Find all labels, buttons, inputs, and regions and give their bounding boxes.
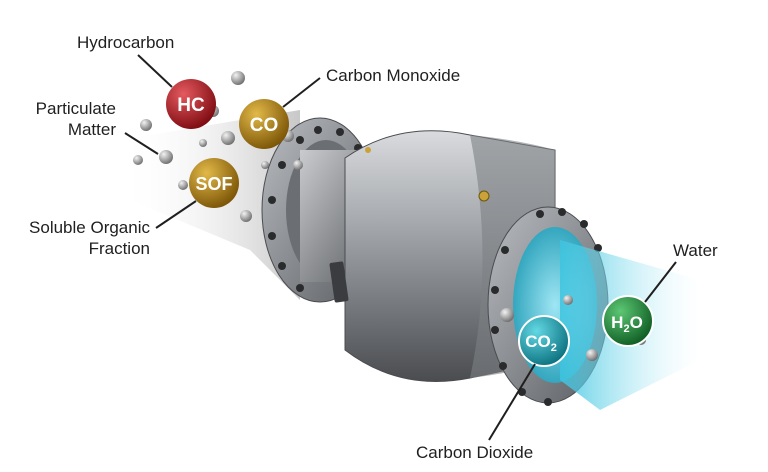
svg-text:H2O: H2O xyxy=(611,313,643,335)
co2-symbol-subscript: 2 xyxy=(551,342,557,354)
label-soluble-line1: Soluble Organic xyxy=(29,218,150,237)
carbon-monoxide-symbol: CO xyxy=(250,115,279,136)
label-particulate-matter: Particulate Matter xyxy=(10,98,116,140)
label-soluble-line2: Fraction xyxy=(88,239,150,258)
leader-soluble xyxy=(155,200,197,229)
h2o-symbol-h: H xyxy=(611,313,623,332)
leader-lines xyxy=(124,54,677,441)
label-hydrocarbon: Hydrocarbon xyxy=(77,33,175,52)
particulate-particles xyxy=(133,71,646,361)
label-soluble-organic-fraction: Soluble Organic Fraction xyxy=(6,217,150,259)
label-water: Water xyxy=(673,241,718,260)
svg-text:CO2: CO2 xyxy=(525,332,557,354)
leader-carbon-monoxide xyxy=(282,77,321,108)
label-particulate-line2: Matter xyxy=(67,120,116,139)
leader-carbon-dioxide xyxy=(488,363,536,441)
label-carbon-monoxide: Carbon Monoxide xyxy=(326,66,461,85)
water-molecule: H2O xyxy=(602,295,654,347)
carbon-monoxide-molecule: CO xyxy=(239,99,289,149)
leader-particulate xyxy=(124,132,159,155)
h2o-symbol-o: O xyxy=(630,313,643,332)
soluble-organic-fraction-molecule: SOF xyxy=(189,158,239,208)
leader-water xyxy=(644,261,677,303)
sof-symbol: SOF xyxy=(195,174,232,194)
leader-hydrocarbon xyxy=(137,54,173,88)
carbon-dioxide-molecule: CO2 xyxy=(518,315,570,367)
hydrocarbon-symbol: HC xyxy=(177,95,205,116)
label-particulate-line1: Particulate xyxy=(35,99,116,118)
co2-symbol-base: CO xyxy=(525,332,551,351)
h2o-symbol-subscript: 2 xyxy=(623,323,629,335)
label-carbon-dioxide: Carbon Dioxide xyxy=(416,443,534,462)
hydrocarbon-molecule: HC xyxy=(166,79,216,129)
